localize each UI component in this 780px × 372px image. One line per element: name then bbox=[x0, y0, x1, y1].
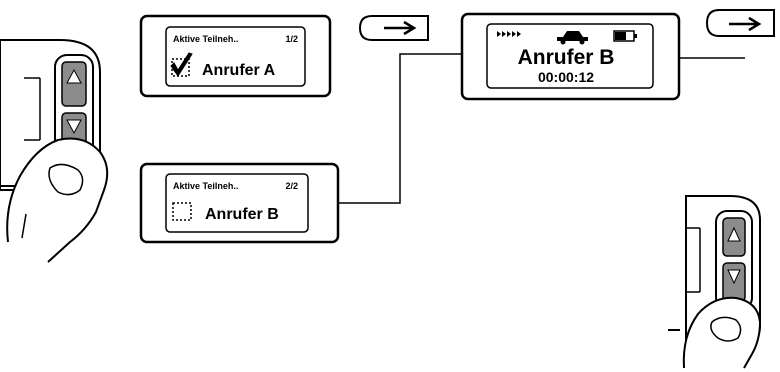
finger-pressing-down-key-icon bbox=[668, 298, 760, 368]
list-item-name: Anrufer B bbox=[205, 206, 279, 223]
up-key[interactable] bbox=[62, 62, 86, 106]
list-item-name: Anrufer A bbox=[202, 62, 276, 79]
list-header-text: Aktive Teilneh.. bbox=[173, 181, 238, 191]
display-call-active: Anrufer B 00:00:12 bbox=[462, 14, 679, 99]
display-list-page-1: Aktive Teilneh.. 1/2 Anrufer A bbox=[141, 16, 330, 96]
list-page-indicator: 1/2 bbox=[285, 34, 298, 44]
left-hand-device bbox=[0, 40, 107, 262]
down-key[interactable] bbox=[723, 263, 745, 301]
up-key[interactable] bbox=[723, 218, 745, 256]
caller-name: Anrufer B bbox=[518, 46, 615, 69]
right-arrow-icon bbox=[360, 16, 428, 40]
list-header-text: Aktive Teilneh.. bbox=[173, 34, 238, 44]
battery-icon bbox=[614, 31, 637, 41]
call-timer: 00:00:12 bbox=[538, 69, 594, 85]
list-page-indicator: 2/2 bbox=[285, 181, 298, 191]
display-list-page-2: Aktive Teilneh.. 2/2 Anrufer B bbox=[141, 164, 338, 242]
right-hand-device bbox=[668, 196, 760, 368]
flow-connector bbox=[338, 54, 462, 203]
right-arrow-icon bbox=[707, 10, 774, 36]
